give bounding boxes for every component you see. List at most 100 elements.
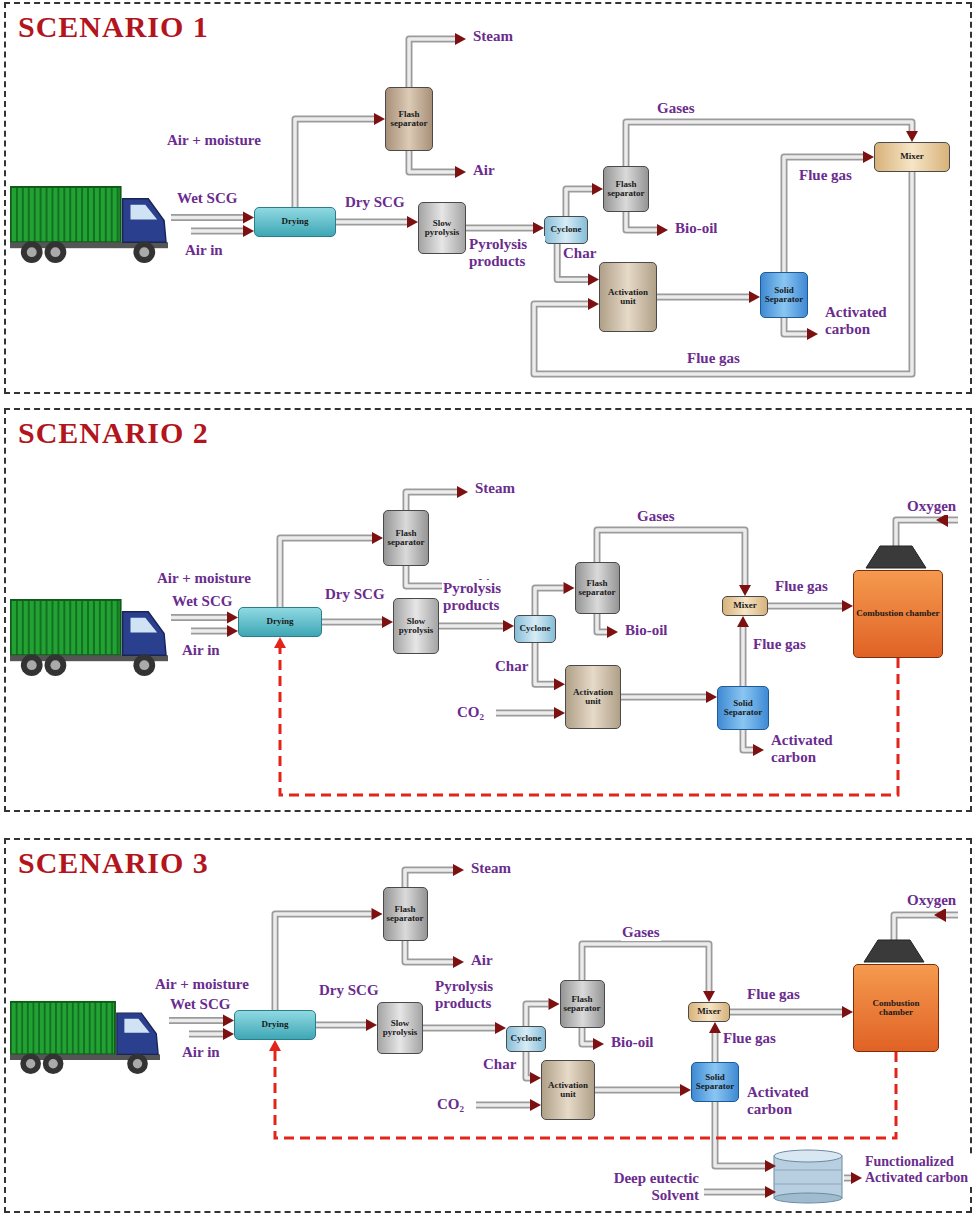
scenario-title: SCENARIO 1 [18, 10, 209, 44]
equipment-label: Slow pyrolysis [396, 617, 436, 636]
arrow-head [382, 616, 393, 628]
stream-label: Air [472, 162, 496, 179]
equipment-label: Solid Separator [694, 1073, 736, 1092]
equipment-box: Combustion chamber [853, 570, 943, 658]
arrow-head [243, 212, 254, 224]
equipment-box: Flash separator [385, 87, 433, 151]
equipment-label: Mixer [900, 152, 923, 161]
pipe-core [621, 695, 706, 699]
pipe-connector [466, 222, 544, 234]
arrow-head [842, 1006, 853, 1018]
pipe-outline [336, 219, 407, 226]
stream-label: Dry SCG [324, 586, 386, 603]
pipe-core [582, 1028, 593, 1044]
stream-label: Char [562, 245, 597, 262]
pipe-outline [740, 627, 747, 686]
equipment-label: Drying [262, 1020, 289, 1029]
stream-label: Flue gas [722, 1030, 777, 1047]
pipe-connector [439, 620, 514, 632]
pipe-core [189, 1032, 223, 1036]
equipment-label: Flash separator [606, 180, 646, 199]
arrow-head [366, 1019, 377, 1031]
pipe-stub [597, 614, 618, 638]
stub-layer [169, 33, 862, 1198]
equipment-label: Combustion chamber [856, 609, 939, 618]
pipe-outline [316, 1022, 366, 1029]
equipment-box: Drying [254, 207, 336, 237]
recycle-line [275, 1051, 896, 1138]
equipment-label: Cyclone [511, 1034, 542, 1043]
pipe-core [409, 39, 455, 87]
pipe-outline [171, 214, 243, 221]
pipe-connector [274, 637, 898, 795]
equipment-label: Mixer [733, 601, 756, 610]
pipe-connector [557, 244, 599, 286]
stream-label: Flue gas [798, 167, 853, 184]
pipe-outline [409, 151, 455, 172]
stream-label: Bio-oil [624, 622, 669, 639]
pipe-outline [476, 1102, 530, 1109]
pipe-core [657, 295, 749, 299]
stream-label: CO₂ [436, 1096, 465, 1113]
pipe-core [191, 629, 227, 633]
equipment-box: Activation unit [541, 1060, 595, 1120]
stream-label: Wet SCG [169, 996, 231, 1013]
pipe-outline [784, 318, 807, 334]
pipe-core [171, 616, 227, 620]
pipe-outline [626, 212, 657, 230]
arrow-head [530, 1072, 541, 1084]
combustion-hood [864, 908, 958, 962]
arrow-head [243, 225, 254, 237]
stream-label: Steam [470, 860, 512, 877]
pipe-core [743, 730, 753, 750]
stream-label: Air + moisture [154, 976, 250, 993]
stream-label: Char [494, 658, 529, 675]
scenario-title: SCENARIO 2 [18, 416, 209, 450]
truck-icon [10, 1002, 160, 1074]
arrow-head [588, 298, 599, 310]
stream-label: Air in [184, 242, 224, 259]
equipment-label: Flash separator [578, 579, 617, 598]
equipment-box: Slow pyrolysis [418, 202, 466, 254]
pipe-stub [191, 625, 238, 637]
equipment-box: Solid Separator [691, 1062, 739, 1102]
pipe-connector [336, 216, 418, 228]
equipment-label: Solid Separator [720, 699, 766, 718]
pipe-connector [269, 1040, 896, 1138]
combustion-hood [866, 513, 958, 568]
pipe-stub [743, 730, 764, 756]
stream-label: Activated carbon [824, 304, 906, 339]
pipe-core [597, 614, 607, 632]
pipe-outline [595, 1087, 680, 1094]
arrow-head [453, 956, 464, 968]
pipe-core [191, 229, 243, 233]
pipe-connector [621, 691, 717, 703]
pipe-stub [409, 33, 466, 87]
pipe-core [405, 941, 453, 962]
pipe-connector [322, 616, 393, 628]
pipe-stub [191, 225, 254, 237]
pipe-core [566, 189, 592, 216]
stream-label: Oxygen [906, 498, 957, 515]
pipe-outline [535, 588, 564, 615]
pipe-core [535, 643, 554, 684]
stream-label: Activated carbon [770, 732, 867, 767]
arrow-head [737, 616, 749, 627]
pipe-stub [476, 1099, 541, 1111]
pipe-outline [423, 1025, 495, 1032]
arrow-head [863, 151, 874, 163]
arrow-head [227, 612, 238, 624]
pipe-outline [784, 157, 863, 272]
arrow-head [374, 113, 385, 125]
equipment-label: Flash separator [563, 995, 602, 1014]
stream-label: Steam [474, 480, 516, 497]
scenario-panel: SCENARIO 3DryingFlash separatorSlow pyro… [4, 838, 972, 1213]
stream-label: Air in [181, 642, 221, 659]
arrow-head [455, 33, 466, 45]
pipe-connector [275, 908, 383, 1010]
stream-label: Air + moisture [156, 570, 252, 587]
pipe-connector [709, 1022, 721, 1062]
stream-label: Deep eutectic Solvent [594, 1170, 700, 1205]
arrow-head [269, 1040, 281, 1051]
pipe-core [768, 604, 842, 608]
